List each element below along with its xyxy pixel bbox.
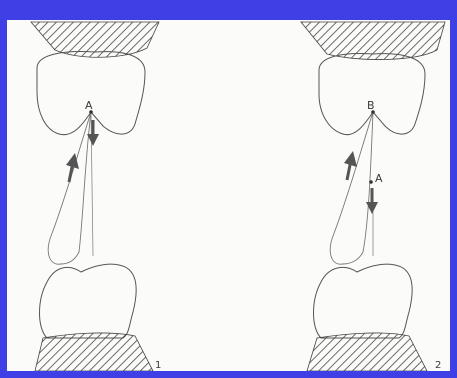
lower-bone-hatch-1 [35,333,153,371]
lever-outline-2 [330,112,373,264]
lower-bone-hatch-2 [307,333,427,371]
figure-number-2: 2 [435,360,441,371]
lever-outline-1 [48,112,91,264]
point-a-label-2: A [375,172,383,185]
figure-2: B A 2 [301,22,445,371]
lower-tooth-2 [314,264,413,338]
point-a-dot-2 [369,180,373,184]
lower-tooth-1 [40,264,137,338]
tooth-contact-diagram: A 1 [7,20,450,371]
diagram-paper: A 1 [7,20,450,371]
figure-1: A 1 [31,22,161,371]
point-b-label: B [367,99,375,112]
figure-number-1: 1 [155,360,161,371]
point-a-label-1: A [85,99,93,112]
upper-tooth-2 [319,54,425,135]
arrow-up-2 [344,151,357,180]
